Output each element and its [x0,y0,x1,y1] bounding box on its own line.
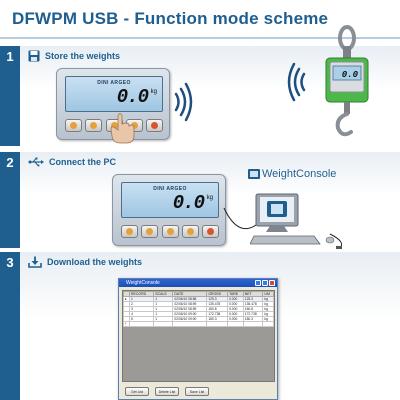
records-grid: RECORD SCALE DATE GROSS TARE NET UM ▸ 1 [122,290,275,382]
weightconsole-logo: WeightConsole [248,168,336,180]
indicator-key-tare-2[interactable] [141,225,159,238]
indicator-reading-2: 0.0 [172,192,205,214]
indicator-key-mode-2[interactable] [161,225,179,238]
cell[interactable] [206,321,229,327]
step-2-header: Connect the PC [28,156,116,168]
wireless-signal-icon [174,82,193,122]
cell[interactable] [227,321,244,327]
indicator-brand-2: DINI ARGEO [153,186,187,192]
hand-pointer-icon [110,113,135,144]
indicator-key-tare[interactable] [85,119,103,132]
download-icon [28,256,42,268]
step-1-header: Store the weights [28,50,120,62]
step-2-section: 2 Connect the PC DINI ARGEO 0.0 kg [0,152,400,249]
indicator-key-zero-2[interactable] [121,225,138,238]
step-1-number: 1 [0,46,20,146]
table-row[interactable]: ▸ 1 1 02/06/10 08:58 125.3 0.000 125.3 k… [123,296,274,302]
title-divider [0,37,400,39]
weightconsole-window: WeightConsole RECORD SCALE DATE GROSS TA… [118,278,278,400]
weight-indicator: DINI ARGEO 0.0 kg [56,68,170,140]
indicator-key-power[interactable] [146,119,163,132]
step-3-header: Download the weights [28,256,142,268]
indicator-display-2: DINI ARGEO 0.0 kg [121,182,219,218]
cell[interactable] [128,321,155,327]
cell[interactable] [153,321,174,327]
indicator-keypad-2 [121,225,219,238]
window-titlebar[interactable]: WeightConsole [119,279,277,287]
close-button[interactable] [269,280,275,286]
step-3-section: 3 Download the weights WeightConsole [0,252,400,400]
step-2-label: Connect the PC [49,157,117,167]
indicator-display: DINI ARGEO 0.0 kg [65,76,163,112]
minimize-button[interactable] [255,280,261,286]
weightconsole-logo-icon [248,169,260,179]
indicator-reading: 0.0 [116,86,149,108]
indicator-key-power-2[interactable] [202,225,219,238]
crane-reading: 0.0 [342,70,359,80]
usb-icon [28,157,44,167]
page-title: DFWPM USB - Function mode scheme [12,9,329,28]
cell[interactable] [262,321,274,327]
cell[interactable] [172,321,208,327]
save-list-button[interactable]: Save List [185,387,209,396]
indicator-key-print-2[interactable] [181,225,199,238]
step-3-label: Download the weights [47,257,143,267]
step-1-section: 1 Store the weights DINI ARGEO 0.0 kg [0,25,400,146]
indicator-unit: kg [150,89,157,95]
maximize-button[interactable] [262,280,268,286]
records-table: RECORD SCALE DATE GROSS TARE NET UM ▸ 1 [123,291,274,327]
indicator-brand: DINI ARGEO [97,80,131,86]
window-button-bar: Get List Delete List Save List [125,387,209,396]
delete-list-button[interactable]: Delete List [155,387,179,396]
get-list-button[interactable]: Get List [125,387,149,396]
floppy-disk-icon [28,50,40,62]
crane-signal-icon [287,62,306,102]
weight-indicator-2: DINI ARGEO 0.0 kg [112,174,226,246]
step-1-label: Store the weights [45,51,121,61]
window-title: WeightConsole [126,280,160,286]
crane-scale: 0.0 [325,25,369,137]
indicator-unit-2: kg [206,195,213,201]
indicator-key-zero[interactable] [65,119,82,132]
table-row-new[interactable]: * [123,321,274,327]
cell[interactable] [242,321,264,327]
weightconsole-logo-text: WeightConsole [262,168,337,180]
step-2-number: 2 [0,152,20,248]
step-3-number: 3 [0,252,20,400]
computer-icon [250,193,335,245]
